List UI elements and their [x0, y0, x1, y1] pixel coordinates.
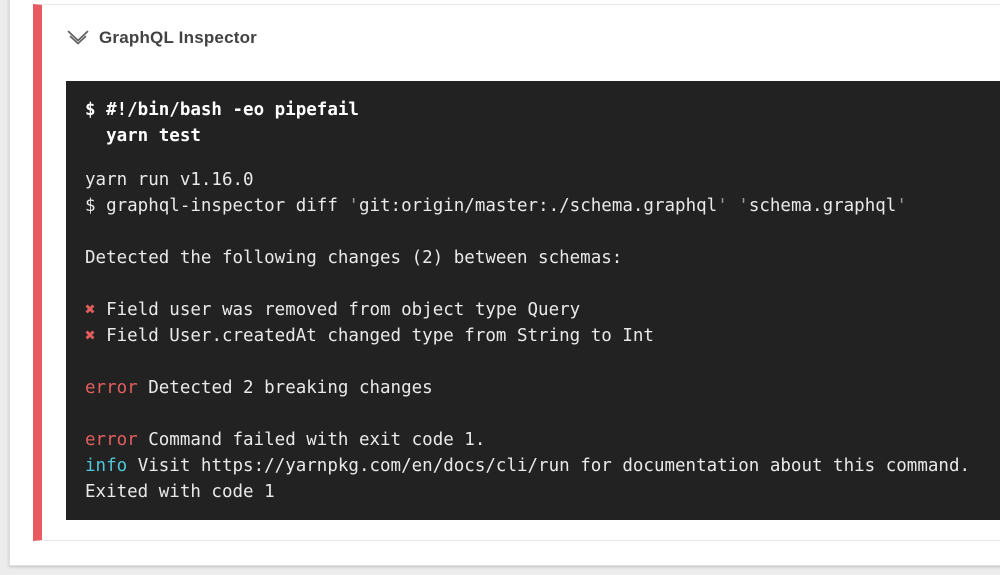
- terminal-segment-dim: ': [896, 196, 907, 216]
- terminal-segment-dim: ': [348, 196, 359, 216]
- build-output-card: GraphQL Inspector $ #!/bin/bash -eo pipe…: [9, 0, 1000, 566]
- terminal-segment-plain: schema.graphql: [748, 196, 897, 216]
- terminal-line: ✖ Field User.createdAt changed type from…: [85, 323, 1000, 349]
- terminal-line: [85, 219, 1000, 245]
- terminal-line: error Detected 2 breaking changes: [85, 375, 1000, 401]
- terminal-line: Detected the following changes (2) betwe…: [85, 245, 1000, 271]
- terminal-line: Exited with code 1: [85, 479, 1000, 505]
- step-title: GraphQL Inspector: [99, 28, 258, 47]
- terminal-line: [85, 401, 1000, 427]
- terminal-log: yarn run v1.16.0 $ graphql-inspector diff…: [85, 167, 1000, 505]
- terminal-segment-error: error: [85, 430, 138, 450]
- terminal-output: $ #!/bin/bash -eo pipefail yarn test yar…: [66, 81, 1000, 520]
- terminal-command-line: $ #!/bin/bash -eo pipefail: [85, 100, 359, 120]
- terminal-segment-dim: ': [738, 196, 749, 216]
- terminal-segment-plain: Command failed with exit code 1.: [137, 430, 486, 450]
- terminal-segment-cross: ✖: [85, 300, 96, 320]
- terminal-segment-plain: Visit https://yarnpkg.com/en/docs/cli/ru…: [127, 456, 971, 476]
- step-graphql-inspector: GraphQL Inspector $ #!/bin/bash -eo pipe…: [33, 4, 1000, 541]
- terminal-segment-plain: [728, 196, 739, 216]
- terminal-segment-error: error: [85, 378, 138, 398]
- terminal-segment-plain: Detected 2 breaking changes: [137, 378, 433, 398]
- terminal-line: [85, 271, 1000, 297]
- double-chevron-down-icon[interactable]: [66, 27, 90, 49]
- terminal-segment-plain: Field User.createdAt changed type from S…: [95, 326, 654, 346]
- terminal-segment-plain: yarn run v1.16.0: [85, 170, 254, 190]
- terminal-segment-plain: git:origin/master:./schema.graphql: [358, 196, 718, 216]
- terminal-segment-info: info: [85, 456, 128, 476]
- terminal-command: $ #!/bin/bash -eo pipefail yarn test: [85, 97, 1000, 149]
- terminal-line: $ graphql-inspector diff 'git:origin/mas…: [85, 193, 1000, 219]
- terminal-line: ✖ Field user was removed from object typ…: [85, 297, 1000, 323]
- terminal-line: [85, 349, 1000, 375]
- terminal-segment-plain: Field user was removed from object type …: [95, 300, 581, 320]
- terminal-command-line: yarn test: [85, 126, 201, 146]
- terminal-segment-plain: $ graphql-inspector diff: [85, 196, 349, 216]
- terminal-line: info Visit https://yarnpkg.com/en/docs/c…: [85, 453, 1000, 479]
- terminal-line: yarn run v1.16.0: [85, 167, 1000, 193]
- terminal-segment-plain: Exited with code 1: [85, 482, 275, 502]
- step-header[interactable]: GraphQL Inspector: [66, 26, 257, 50]
- terminal-line: error Command failed with exit code 1.: [85, 427, 1000, 453]
- terminal-segment-plain: Detected the following changes (2) betwe…: [85, 248, 623, 268]
- terminal-segment-dim: ': [717, 196, 728, 216]
- terminal-segment-cross: ✖: [85, 326, 96, 346]
